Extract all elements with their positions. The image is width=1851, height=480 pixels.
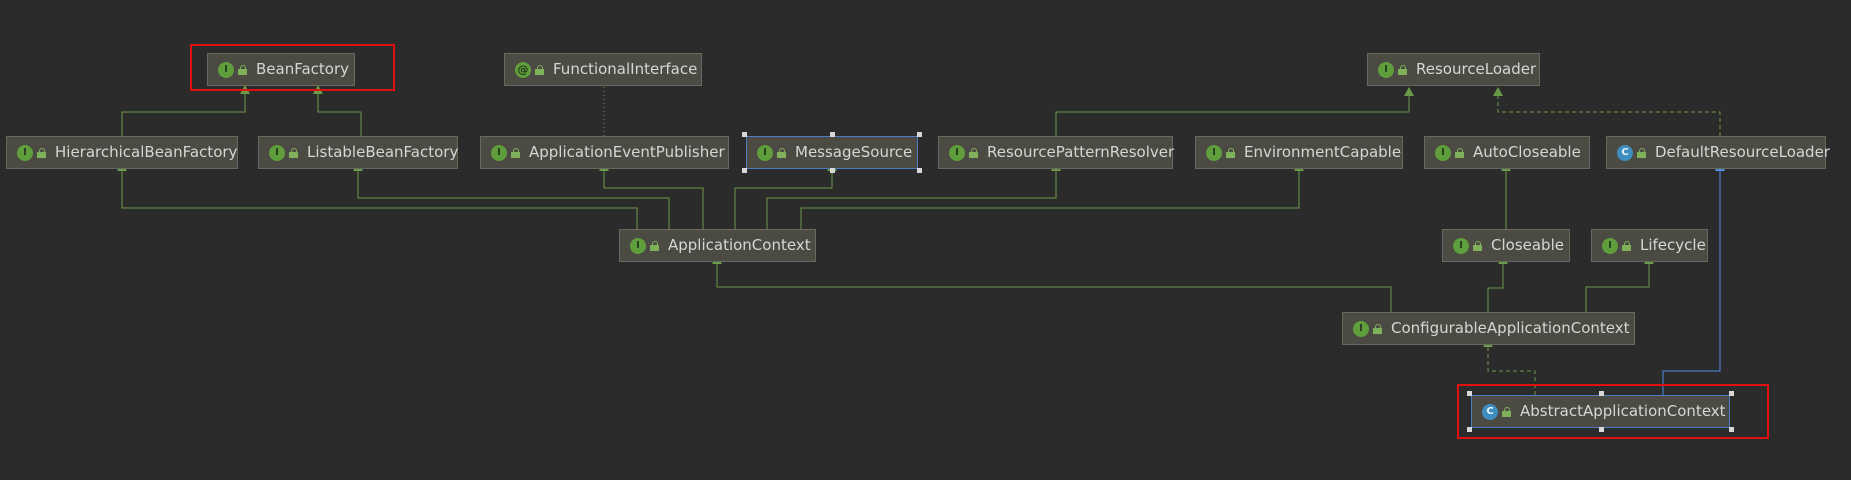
interface-badge-icon: I	[1378, 61, 1394, 78]
node-resource-loader[interactable]: I ResourceLoader	[1367, 53, 1540, 86]
interface-badge-icon: I	[218, 61, 234, 78]
public-lock-icon	[1502, 407, 1511, 417]
interface-badge-icon: I	[1602, 237, 1618, 254]
interface-badge-icon: I	[1435, 144, 1451, 161]
public-lock-icon	[238, 65, 247, 75]
node-application-context[interactable]: I ApplicationContext	[619, 229, 816, 262]
interface-badge-icon: I	[630, 237, 646, 254]
public-lock-icon	[1637, 148, 1646, 158]
public-lock-icon	[289, 148, 298, 158]
node-label: ResourcePatternResolver	[987, 143, 1175, 161]
node-label: DefaultResourceLoader	[1655, 143, 1830, 161]
node-label: ApplicationContext	[668, 236, 811, 254]
node-configurable-application-context[interactable]: I ConfigurableApplicationContext	[1342, 312, 1635, 345]
public-lock-icon	[511, 148, 520, 158]
edge-patternresolver-to-resourceloader	[1055, 87, 1414, 136]
edge-defaultresourceloader-to-resourceloader	[1493, 87, 1721, 136]
selection-handle[interactable]	[830, 168, 835, 173]
node-closeable[interactable]: I Closeable	[1442, 229, 1570, 262]
interface-badge-icon: I	[17, 144, 33, 161]
class-badge-icon: C	[1617, 144, 1633, 161]
interface-badge-icon: I	[1453, 237, 1469, 254]
node-hierarchical-bean-factory[interactable]: I HierarchicalBeanFactory	[6, 136, 238, 169]
class-badge-icon: C	[1482, 403, 1498, 420]
public-lock-icon	[1398, 65, 1407, 75]
interface-badge-icon: I	[1353, 320, 1369, 337]
highlight-box-abstract-application-context	[1457, 384, 1769, 439]
node-label: Lifecycle	[1640, 236, 1706, 254]
edge-configurable-to-lifecycle	[1585, 255, 1654, 312]
selection-handle[interactable]	[1729, 427, 1734, 432]
selection-handle[interactable]	[1467, 391, 1472, 396]
public-lock-icon	[650, 241, 659, 251]
edge-appcontext-to-eventpublisher	[599, 162, 704, 229]
edge-hierarchical-to-beanfactory	[121, 85, 250, 136]
node-label: AutoCloseable	[1473, 143, 1581, 161]
node-label: AbstractApplicationContext	[1520, 402, 1726, 420]
node-label: BeanFactory	[256, 60, 350, 78]
interface-badge-icon: I	[757, 144, 773, 161]
node-resource-pattern-resolver[interactable]: I ResourcePatternResolver	[938, 136, 1175, 169]
edge-listable-to-beanfactory	[313, 85, 362, 136]
edge-configurable-to-appcontext	[712, 255, 1392, 312]
node-auto-closeable[interactable]: I AutoCloseable	[1424, 136, 1590, 169]
public-lock-icon	[969, 148, 978, 158]
highlight-box-bean-factory	[190, 44, 395, 91]
edge-appcontext-to-patternresolver	[766, 162, 1061, 229]
public-lock-icon	[1373, 324, 1382, 334]
public-lock-icon	[1622, 241, 1631, 251]
node-label: ApplicationEventPublisher	[529, 143, 725, 161]
annotation-badge-icon: @	[515, 61, 531, 78]
selection-handle[interactable]	[742, 168, 747, 173]
node-application-event-publisher[interactable]: I ApplicationEventPublisher	[480, 136, 729, 169]
interface-badge-icon: I	[949, 144, 965, 161]
selection-handle[interactable]	[742, 132, 747, 137]
node-lifecycle[interactable]: I Lifecycle	[1591, 229, 1708, 262]
public-lock-icon	[1473, 241, 1482, 251]
node-label: HierarchicalBeanFactory	[55, 143, 238, 161]
public-lock-icon	[777, 148, 786, 158]
node-listable-bean-factory[interactable]: I ListableBeanFactory	[258, 136, 458, 169]
edge-abstract-to-defaultresourceloader	[1662, 162, 1725, 395]
public-lock-icon	[1455, 148, 1464, 158]
selection-handle[interactable]	[1467, 427, 1472, 432]
node-abstract-application-context[interactable]: C AbstractApplicationContext	[1471, 395, 1730, 428]
edge-appcontext-to-hierarchical	[117, 162, 638, 229]
node-bean-factory[interactable]: I BeanFactory	[207, 53, 355, 86]
node-label: Closeable	[1491, 236, 1564, 254]
node-functional-interface[interactable]: @ FunctionalInterface	[504, 53, 702, 86]
interface-badge-icon: I	[1206, 144, 1222, 161]
edge-configurable-to-closeable	[1487, 255, 1508, 312]
edge-appcontext-to-messagesource	[734, 162, 837, 229]
selection-handle[interactable]	[917, 132, 922, 137]
public-lock-icon	[37, 148, 46, 158]
selection-handle[interactable]	[1598, 391, 1604, 396]
selection-handle[interactable]	[917, 168, 922, 173]
edge-appcontext-to-listable	[353, 162, 670, 229]
node-label: EnvironmentCapable	[1244, 143, 1402, 161]
selection-handle[interactable]	[1729, 391, 1734, 396]
interface-badge-icon: I	[491, 144, 507, 161]
selection-handle[interactable]	[830, 132, 835, 137]
node-label: MessageSource	[795, 143, 913, 161]
node-default-resource-loader[interactable]: C DefaultResourceLoader	[1606, 136, 1830, 169]
node-label: ListableBeanFactory	[307, 143, 459, 161]
node-label: ResourceLoader	[1416, 60, 1537, 78]
node-label: FunctionalInterface	[553, 60, 698, 78]
interface-badge-icon: I	[269, 144, 285, 161]
public-lock-icon	[535, 65, 544, 75]
public-lock-icon	[1226, 148, 1235, 158]
node-environment-capable[interactable]: I EnvironmentCapable	[1195, 136, 1403, 169]
node-message-source[interactable]: I MessageSource	[746, 136, 918, 169]
selection-handle[interactable]	[1598, 427, 1604, 432]
edge-appcontext-to-environmentcapable	[800, 162, 1304, 229]
node-label: ConfigurableApplicationContext	[1391, 319, 1630, 337]
